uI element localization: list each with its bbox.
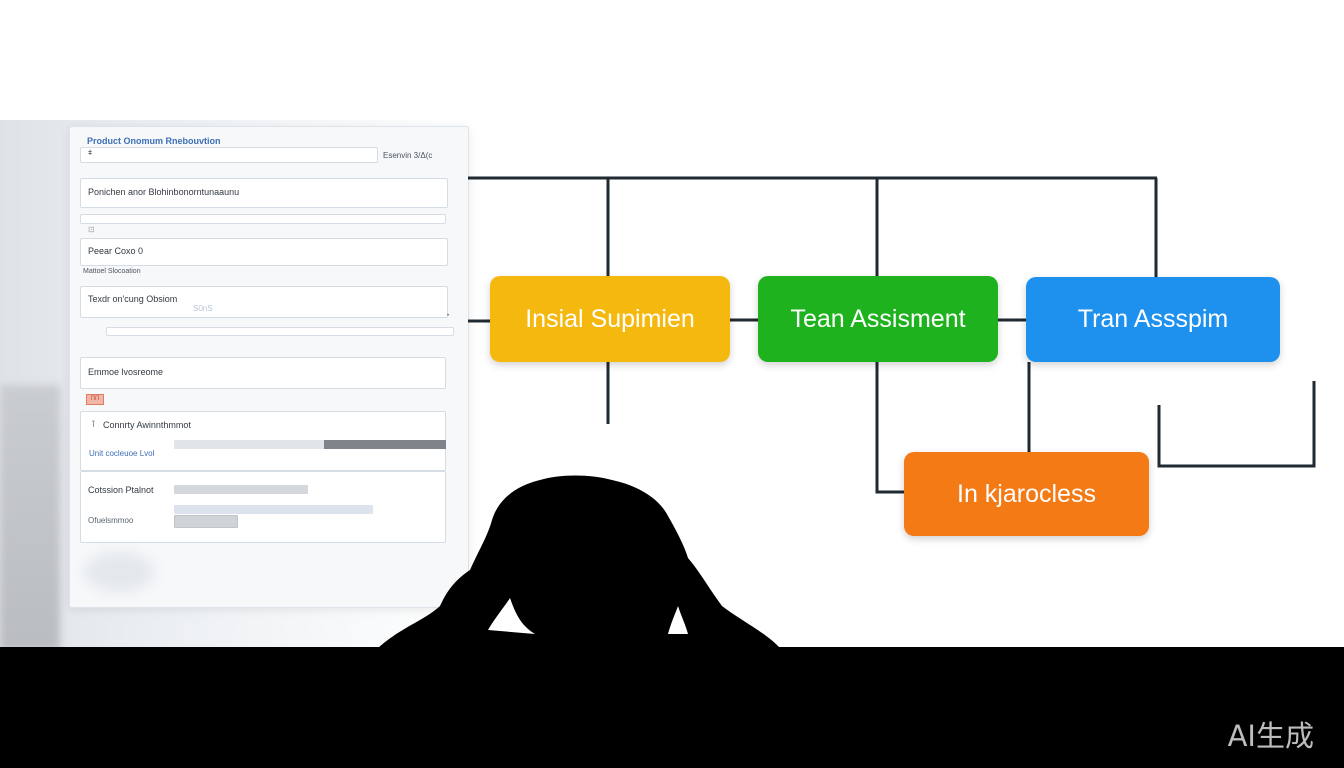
field-two-label: Peear Coxo 0 [88, 246, 144, 256]
field-four-label: Emmoe lvosreome [88, 367, 164, 377]
field-five[interactable]: ⊺ Connrty Awinnthmmot Unit cocleuoe Lvol [80, 411, 446, 471]
field-five-label: Connrty Awinnthmmot [103, 420, 191, 430]
ai-watermark: AI生成 [1227, 719, 1314, 753]
search-meta: Esenvin 3/Δ(c [383, 151, 433, 160]
green-orange-connector [875, 362, 904, 494]
slider-handle[interactable]: • [447, 313, 450, 319]
field-one[interactable]: Ponichen anor Blohinbonorntunaaunu [80, 178, 448, 208]
form-title: Product Onomum Rnebouvtion [87, 136, 221, 146]
row-two-bar [174, 515, 238, 528]
field-five-sub: Unit cocleuoe Lvol [89, 449, 155, 458]
pin-icon: ⊺ [91, 419, 96, 429]
blurred-blob [84, 552, 154, 592]
field-four[interactable]: Emmoe lvosreome [80, 357, 446, 389]
node-tran-assessment[interactable]: Tran Assspim [1026, 277, 1280, 362]
thin-bar-one[interactable] [80, 214, 446, 224]
row-one-bar [174, 485, 308, 494]
row-two-label: Ofuelsmmoo [88, 516, 134, 525]
slider-track[interactable] [106, 327, 454, 336]
status-chip: ΠΠ [86, 394, 104, 405]
progress-meter-fill [323, 440, 446, 449]
background-grey-block [0, 385, 60, 650]
field-two[interactable]: Peear Coxo 0 [80, 238, 448, 266]
field-one-label: Ponichen anor Blohinbonorntunaaunu [88, 187, 240, 197]
field-three-label: Texdr on'cung Obsiom [88, 294, 178, 304]
node-initial[interactable]: Insial Supimien [490, 276, 730, 362]
node-team-assessment[interactable]: Tean Assisment [758, 276, 998, 362]
node-in-process[interactable]: In kjarocless [904, 452, 1149, 536]
form-panel: Product Onomum Rnebouvtion ǂ Esenvin 3/Δ… [69, 126, 469, 608]
info-icon: ⊡ [88, 225, 95, 234]
field-three-overlay: S0nS [193, 304, 213, 313]
results-box: Cotssion Ptalnot Ofuelsmmoo [80, 471, 446, 543]
row-two-bar-long [174, 505, 373, 514]
progress-meter [174, 440, 446, 449]
search-input-value: ǂ [88, 150, 93, 157]
bracket-connector [1157, 381, 1316, 468]
floor [0, 647, 1344, 768]
row-one-label: Cotssion Ptalnot [88, 485, 154, 495]
field-three[interactable]: Texdr on'cung Obsiom S0nS [80, 286, 448, 318]
search-input[interactable]: ǂ [80, 147, 378, 163]
sub-label: Mattoel Slocoation [83, 268, 141, 275]
